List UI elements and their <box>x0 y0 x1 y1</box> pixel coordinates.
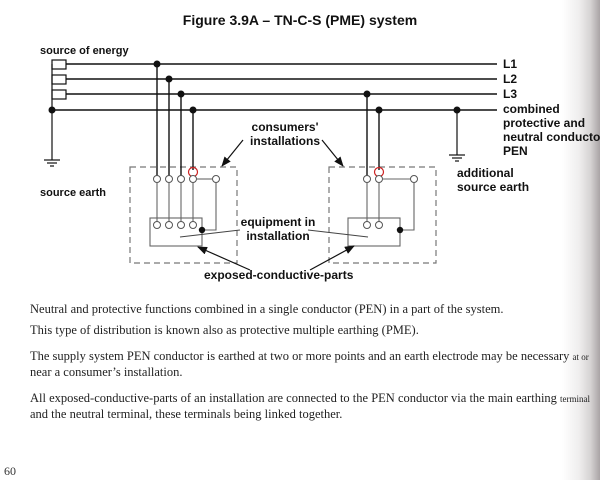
junction-dot <box>177 90 185 98</box>
winding-l2 <box>51 74 67 85</box>
consumer-installation-1 <box>129 60 238 264</box>
source-earth-symbol <box>44 159 60 167</box>
paragraph-3-line-1: The supply system PEN conductor is earth… <box>30 348 600 365</box>
junction-dot <box>153 60 161 68</box>
label-pen-line1: combined <box>503 102 560 116</box>
main-conductors <box>52 63 497 111</box>
label-l2: L2 <box>503 72 518 86</box>
paragraph-1: Neutral and protective functions combine… <box>30 302 504 316</box>
label-pen-line3: neutral conductor <box>503 130 600 144</box>
paragraph-3-line-1-main: The supply system PEN conductor is earth… <box>30 349 570 363</box>
equipment-leader-lines <box>179 229 369 238</box>
installation-boundary <box>129 166 238 264</box>
label-consumers-line1: consumers' <box>251 120 319 134</box>
label-pen-line4: PEN <box>503 144 528 158</box>
label-source-earth: source earth <box>40 187 107 199</box>
label-equipment-line1: equipment in <box>240 215 316 229</box>
label-l1: L1 <box>503 57 518 71</box>
junction-dot <box>363 90 371 98</box>
junction-dot <box>375 106 383 114</box>
page-number: 60 <box>4 464 16 478</box>
label-l3: L3 <box>503 87 518 101</box>
equipment-box <box>347 217 401 247</box>
page-edge-shadow <box>562 0 600 480</box>
junction-dot <box>189 106 197 114</box>
figure-title: Figure 3.9A – TN-C-S (PME) system <box>182 12 418 28</box>
additional-earth-symbol <box>449 110 465 162</box>
label-consumers-line2: installations <box>249 134 320 148</box>
paragraph-3-line-1-tail: at or <box>572 352 589 362</box>
winding-l3 <box>51 89 67 100</box>
paragraph-4-line-2: and the neutral terminal, these terminal… <box>30 407 343 421</box>
tn-c-s-diagram <box>44 59 497 271</box>
paragraph-4-line-1: All exposed-conductive-parts of an insta… <box>30 390 600 407</box>
consumer-installation-2 <box>328 90 437 264</box>
label-additional-earth-line1: additional <box>457 166 514 180</box>
label-pen-line2: protective and <box>503 116 586 130</box>
paragraph-4-line-1-tail: terminal <box>560 394 591 404</box>
junction-dot <box>453 106 461 114</box>
label-exposed-conductive-parts: exposed-conductive-parts <box>204 268 354 282</box>
earth-terminal-dot <box>396 226 404 234</box>
arrow-exposed-1 <box>197 246 251 271</box>
earth-terminal-dot <box>198 226 206 234</box>
arrow-consumers-2 <box>321 139 344 167</box>
annotation-arrows <box>197 139 355 271</box>
arrow-consumers-1 <box>221 139 244 167</box>
paragraph-2: This type of distribution is known also … <box>30 323 419 337</box>
junction-dot <box>48 106 56 114</box>
label-additional-earth-line2: source earth <box>457 180 530 194</box>
label-equipment-line2: installation <box>246 229 310 243</box>
paragraph-3-line-2: near a consumer’s installation. <box>30 365 183 379</box>
arrow-exposed-2 <box>309 245 355 271</box>
paragraph-4-line-1-main: All exposed-conductive-parts of an insta… <box>30 391 557 405</box>
label-source-of-energy: source of energy <box>40 45 129 57</box>
installation-boundary <box>328 166 437 264</box>
winding-l1 <box>51 59 67 70</box>
junction-dot <box>165 75 173 83</box>
